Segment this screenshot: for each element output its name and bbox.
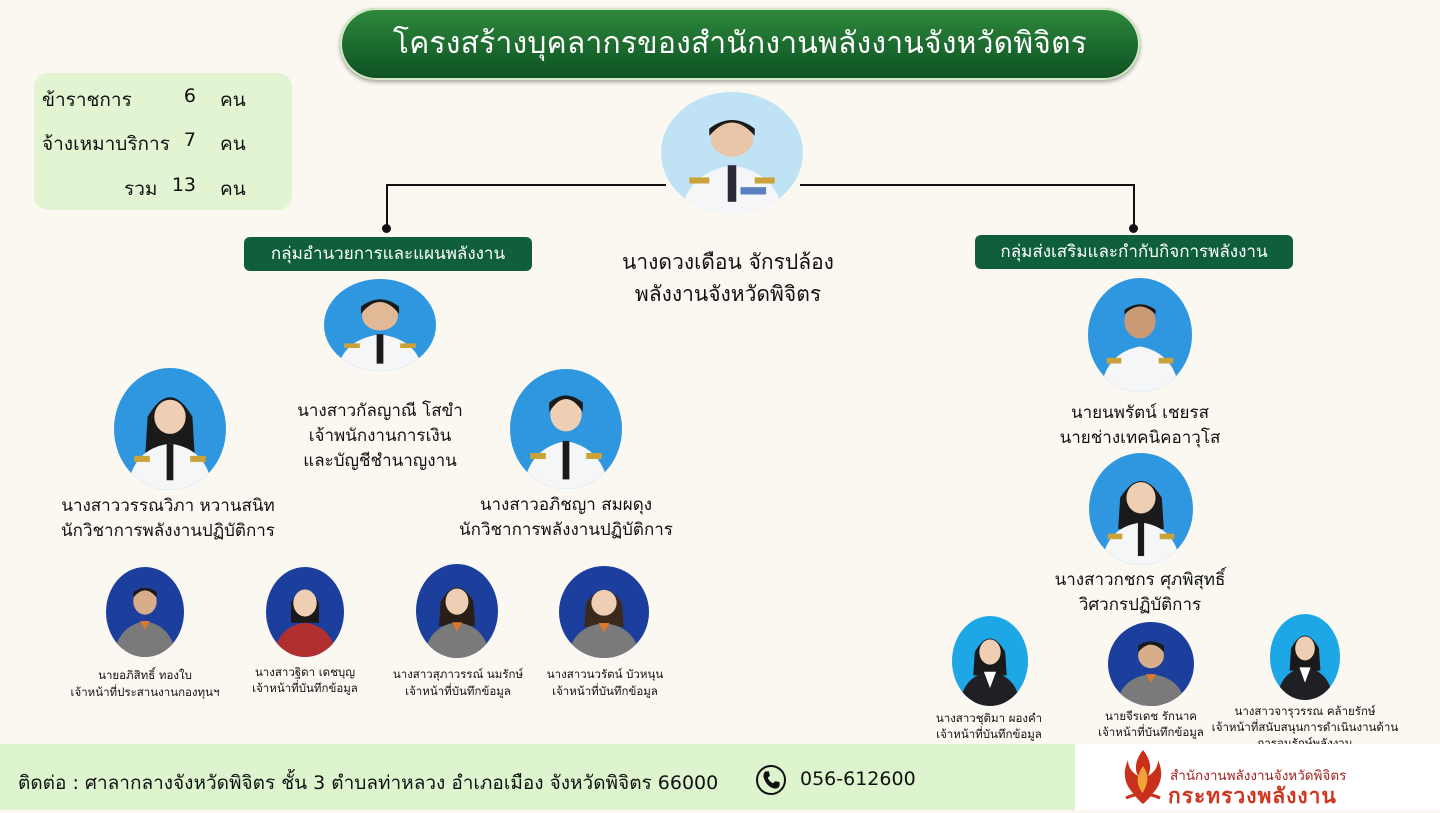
connector-dot-left xyxy=(382,224,391,233)
footer-address: ติดต่อ : ศาลากลางจังหวัดพิจิตร ชั้น 3 ตำ… xyxy=(18,772,719,794)
head-photo xyxy=(661,92,803,214)
person-name: นางสาวจารุวรรณ คล้ายรักษ์ xyxy=(1234,704,1376,718)
group-label-promotion: กลุ่มส่งเสริมและกำกับกิจการพลังงาน xyxy=(975,235,1293,269)
photo-nopparat xyxy=(1088,278,1192,392)
connector-line-right xyxy=(800,184,1134,186)
person-position: เจ้าหน้าที่บันทึกข้อมูล xyxy=(252,681,358,695)
person-position: นายช่างเทคนิคอาวุโส xyxy=(1059,428,1221,448)
person-position: เจ้าหน้าที่ประสานงานกองทุนฯ xyxy=(70,685,220,699)
person-name: นายอภิสิทธิ์ ทองใบ xyxy=(98,668,192,682)
summary-unit: คน xyxy=(220,133,246,155)
org-name-line1: สำนักงานพลังงานจังหวัดพิจิตร xyxy=(1170,768,1347,784)
person-position: นักวิชาการพลังงานปฏิบัติการ xyxy=(61,521,275,541)
footer-contact-bar xyxy=(0,744,1075,810)
org-name-line2: กระทรวงพลังงาน xyxy=(1168,784,1337,808)
summary-count: 7 xyxy=(183,129,196,151)
person-position: เจ้าหน้าที่บันทึกข้อมูล xyxy=(1098,725,1204,739)
phone-icon xyxy=(756,765,786,795)
photo-supawan xyxy=(416,564,498,658)
person-name: นางสาวนวรัตน์ บัวหนุน xyxy=(546,667,664,681)
summary-count: 6 xyxy=(183,85,196,107)
summary-label: รวม xyxy=(124,178,158,200)
person-position: เจ้าหน้าที่สนับสนุนการดำเนินงานด้าน xyxy=(1211,720,1399,734)
photo-kanlaya xyxy=(324,279,436,371)
flame-logo-icon xyxy=(1120,748,1166,806)
summary-unit: คน xyxy=(220,178,246,200)
person-name: นางสาวกชกร ศุภพิสุทธิ์ xyxy=(1054,570,1226,590)
summary-label: จ้างเหมาบริการ xyxy=(42,133,170,155)
person-position: นักวิชาการพลังงานปฏิบัติการ xyxy=(459,520,673,540)
head-name: นางดวงเดือน จักรปล้อง xyxy=(622,250,834,274)
summary-row-officials: ข้าราชการ 6 คน xyxy=(34,85,292,115)
person-name: นางสาวอภิชญา สมผดุง xyxy=(479,495,653,515)
person-name: นายจีรเดช รักนาค xyxy=(1105,709,1197,723)
person-name: นายนพรัตน์ เชยรส xyxy=(1071,403,1209,423)
person-position: วิศวกรปฏิบัติการ xyxy=(1078,595,1202,615)
photo-chutima xyxy=(952,616,1028,706)
photo-aphitchaya xyxy=(510,369,622,489)
summary-count: 13 xyxy=(171,174,196,196)
summary-unit: คน xyxy=(220,89,246,111)
photo-chida xyxy=(266,567,344,657)
summary-label: ข้าราชการ xyxy=(42,89,132,111)
photo-wara xyxy=(559,566,649,658)
person-name: นางสาวสุภาวรรณ์ นมรักษ์ xyxy=(392,667,524,681)
footer-phone: 056-612600 xyxy=(800,768,916,790)
head-position: พลังงานจังหวัดพิจิตร xyxy=(634,282,822,306)
connector-dot-right xyxy=(1129,224,1138,233)
person-name: นางสาวฐิดา เดชบุญ xyxy=(254,665,356,679)
group-label-admin: กลุ่มอำนวยการและแผนพลังงาน xyxy=(244,237,532,271)
person-position: เจ้าหน้าที่บันทึกข้อมูล xyxy=(552,684,658,698)
connector-drop-right xyxy=(1133,184,1135,228)
staff-summary: ข้าราชการ 6 คน จ้างเหมาบริการ 7 คน รวม 1… xyxy=(34,73,292,210)
photo-jaruwan xyxy=(1270,614,1340,700)
page-title: โครงสร้างบุคลากรของสำนักงานพลังงานจังหวั… xyxy=(340,8,1140,80)
connector-line-left xyxy=(386,184,666,186)
person-name: นางสาววรรณวิภา หวานสนิท xyxy=(61,496,275,516)
person-position: เจ้าพนักงานการเงิน xyxy=(308,426,452,446)
person-position: เจ้าหน้าที่บันทึกข้อมูล xyxy=(405,684,511,698)
connector-drop-left xyxy=(386,184,388,228)
person-name: นางสาวชุติมา ผองคำ xyxy=(935,711,1043,725)
person-position: เจ้าหน้าที่บันทึกข้อมูล xyxy=(936,727,1042,741)
person-name: นางสาวกัลญาณี โสขำ xyxy=(297,401,463,421)
summary-row-contract: จ้างเหมาบริการ 7 คน xyxy=(34,129,292,159)
photo-wanwipa xyxy=(114,368,226,490)
photo-jirawat xyxy=(1108,622,1194,706)
photo-aphisit xyxy=(106,567,184,657)
summary-row-total: รวม 13 คน xyxy=(34,174,292,204)
person-position: และบัญชีชำนาญงาน xyxy=(303,451,457,471)
photo-kotchakorn xyxy=(1089,453,1193,565)
